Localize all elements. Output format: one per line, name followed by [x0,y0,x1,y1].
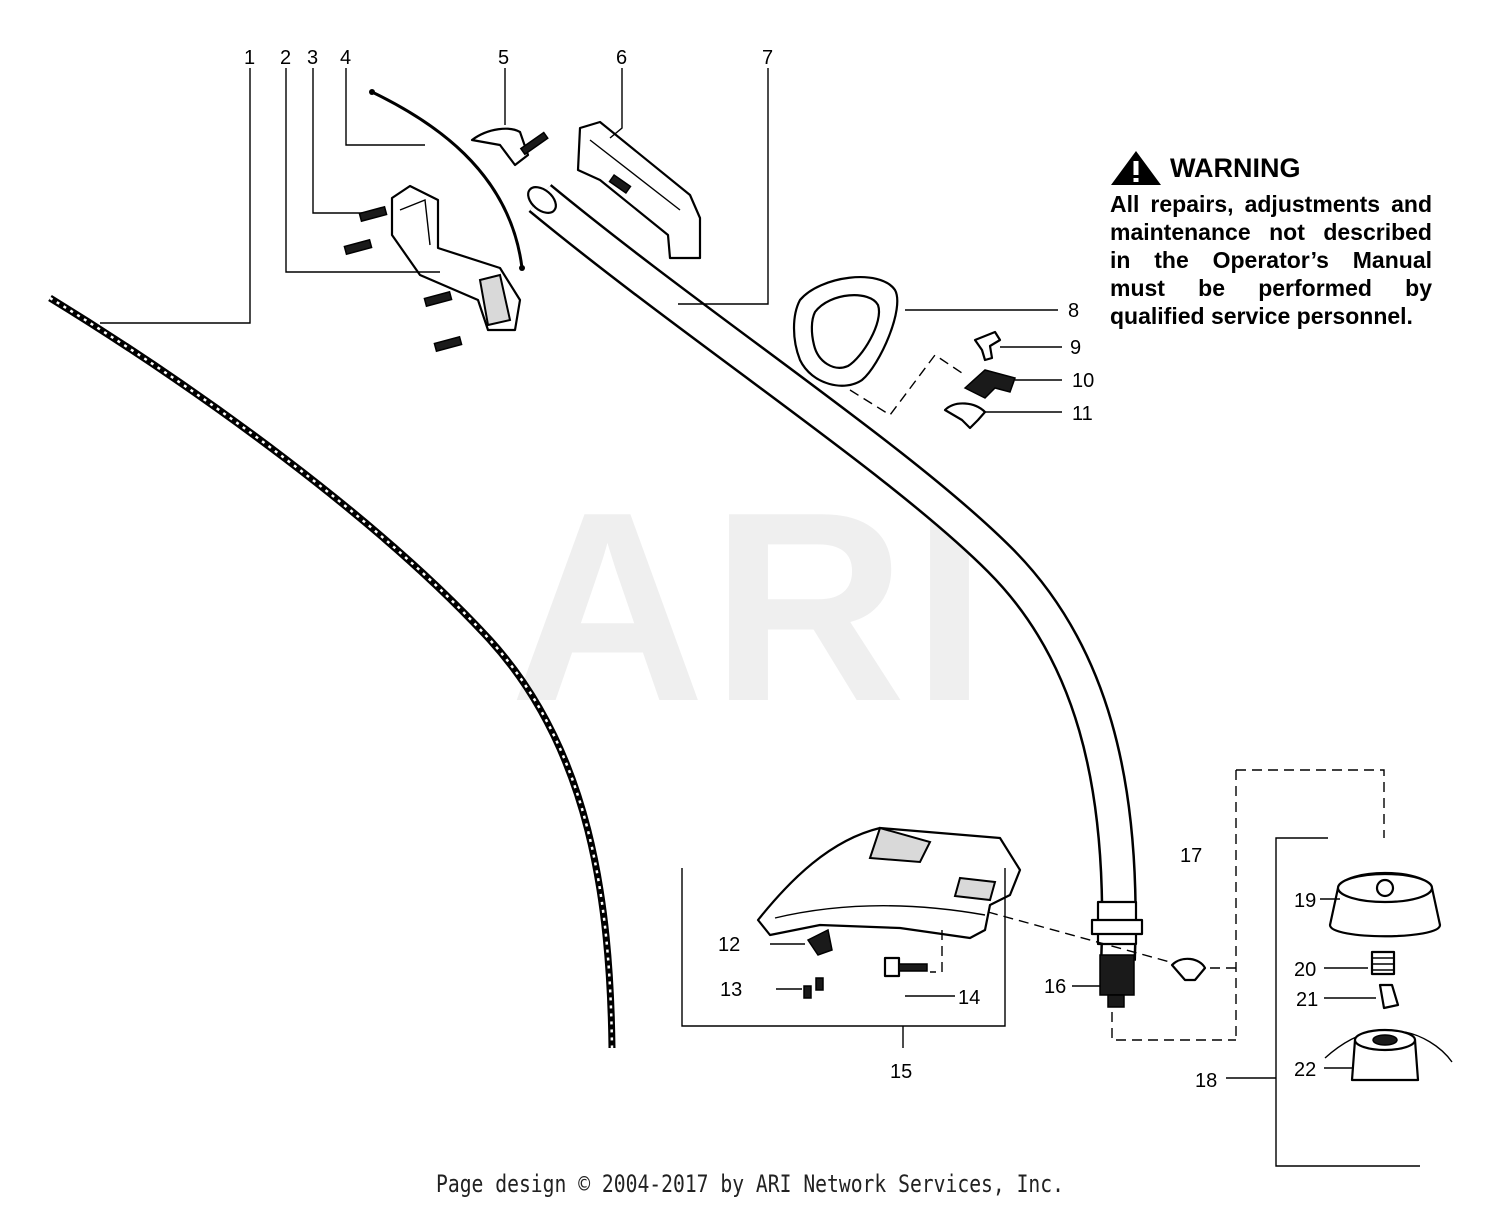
spool [1324,1028,1453,1082]
spool-cover [1328,871,1442,938]
watermark: ARI [510,457,993,758]
guard-clip [806,928,833,956]
callout-10: 10 [1072,370,1094,392]
guard-screws [803,977,824,999]
callout-11: 11 [1072,403,1093,425]
throttle-cable [369,89,525,271]
callout-7: 7 [762,47,773,69]
callout-4: 4 [340,47,351,69]
callout-21: 21 [1296,989,1318,1011]
warning-text: All repairs, adjustments and maintenance… [1110,191,1432,329]
callout-numbers: 1 2 3 4 5 6 7 8 9 10 11 12 13 14 15 16 1… [244,47,1318,1092]
callout-14: 14 [958,987,980,1009]
callout-19: 19 [1294,890,1316,912]
barrier-bracket [963,369,1016,399]
collar-wing-nut [1170,957,1207,982]
callout-8: 8 [1068,300,1079,322]
trimmer-guard [756,826,1022,940]
handle-screws [343,205,463,353]
callout-3: 3 [307,47,318,69]
callout-13: 13 [720,979,742,1001]
callout-20: 20 [1294,959,1316,981]
barrier-bolt [973,330,1002,362]
callout-5: 5 [498,47,509,69]
callout-1: 1 [244,47,255,69]
spring [1370,950,1396,976]
throttle-trigger [470,127,549,167]
callout-12: 12 [718,934,740,956]
warning-title: WARNING [1170,152,1301,183]
leader-lines [100,68,1420,1167]
callout-6: 6 [616,47,627,69]
shaft-collar [1090,900,1144,1008]
drive-shaft [48,295,616,1049]
callout-22: 22 [1294,1059,1316,1081]
handle-top [576,120,702,260]
callout-17: 17 [1180,845,1202,867]
wing-nut [943,402,987,430]
callout-18: 18 [1195,1070,1217,1092]
handle-grip [390,184,522,332]
callout-15: 15 [890,1061,912,1083]
callout-9: 9 [1070,337,1081,359]
footer-copyright: Page design © 2004-2017 by ARI Network S… [436,1170,1064,1198]
dashed-links [849,354,1385,1041]
guard-bolt [883,956,928,978]
warning-box: WARNING All repairs, adjustments and mai… [1110,150,1432,330]
callout-2: 2 [280,47,291,69]
warning-triangle-icon [1111,151,1161,185]
spool-clip [1378,983,1400,1010]
warning-header: WARNING [1110,150,1432,186]
shaft-tube [527,184,1137,961]
barrier-handle [792,276,899,387]
callout-16: 16 [1044,976,1066,998]
